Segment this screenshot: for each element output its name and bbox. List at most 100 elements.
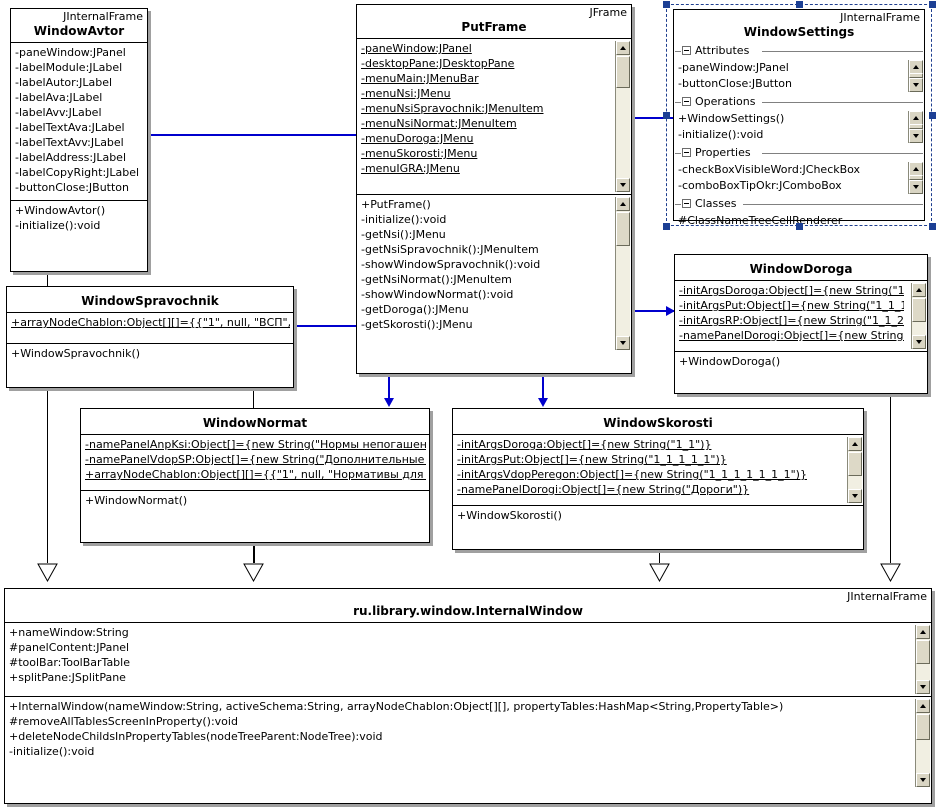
- divider: [357, 38, 631, 39]
- connector-putframe-windowsettings[interactable]: [632, 117, 680, 119]
- group-header-attributes[interactable]: Attributes: [674, 43, 924, 60]
- scroll-thumb[interactable]: [616, 56, 630, 88]
- scroll-thumb[interactable]: [848, 452, 862, 476]
- scroll-thumb[interactable]: [909, 175, 923, 180]
- generalization-line-windowdoroga[interactable]: [890, 394, 891, 563]
- class-box-windownormat[interactable]: WindowNormat -namePanelAnpKsi:Object[]={…: [80, 408, 430, 543]
- attributes-scrollbar[interactable]: [847, 437, 862, 503]
- group-scrollbar[interactable]: [908, 162, 923, 194]
- connector-putframe-windowskorosti[interactable]: [542, 374, 544, 404]
- group-header-operations[interactable]: Operations: [674, 94, 924, 111]
- group-scrollbar[interactable]: [908, 60, 923, 92]
- scroll-down-icon[interactable]: [616, 178, 630, 192]
- scroll-up-icon[interactable]: [916, 625, 930, 639]
- scroll-up-icon[interactable]: [909, 60, 923, 74]
- internalwindow-header: JInternalFrame ru.library.window.Interna…: [5, 589, 931, 622]
- scroll-thumb[interactable]: [909, 124, 923, 129]
- class-box-putframe[interactable]: JFrame PutFrame -paneWindow:JPanel-deskt…: [356, 4, 632, 374]
- group-rule-right: [762, 51, 923, 52]
- windowskorosti-operations: +WindowSkorosti(): [453, 506, 863, 540]
- group-rule-left: [675, 204, 681, 205]
- operations-scrollbar[interactable]: [915, 699, 930, 787]
- group-rule-left: [675, 51, 681, 52]
- class-box-windowskorosti[interactable]: WindowSkorosti -initArgsDoroga:Object[]=…: [452, 408, 864, 550]
- generalization-triangle-windowspravochnik: [243, 563, 264, 582]
- divider: [11, 200, 147, 201]
- scroll-up-icon[interactable]: [909, 162, 923, 176]
- operation-row: -labelTextAva:JLabel: [15, 121, 125, 134]
- scroll-up-icon[interactable]: [912, 283, 926, 297]
- class-box-windowdoroga[interactable]: WindowDoroga -initArgsDoroga:Object[]={n…: [674, 254, 928, 394]
- class-box-windowsettings[interactable]: JInternalFrame WindowSettings Attributes…: [673, 9, 925, 227]
- selection-handle-bc[interactable]: [796, 223, 803, 230]
- group-header-classes[interactable]: Classes: [674, 196, 924, 213]
- attribute-row: -initArgsDoroga:Object[]={new String("1_…: [457, 438, 712, 451]
- class-box-windowavtor[interactable]: JInternalFrame WindowAvtor -paneWindow:J…: [10, 8, 148, 272]
- scroll-up-icon[interactable]: [916, 699, 930, 713]
- attribute-row: -initArgsPut:Object[]={new String("1_1_1…: [679, 299, 904, 312]
- scroll-down-icon[interactable]: [909, 180, 923, 194]
- scroll-down-icon[interactable]: [909, 129, 923, 143]
- group-label: Classes: [695, 197, 740, 211]
- operation-list: +InternalWindow(nameWindow:String, activ…: [5, 697, 911, 761]
- class-box-windowspravochnik[interactable]: WindowSpravochnik +arrayNodeChablon:Obje…: [6, 286, 294, 388]
- divider: [675, 351, 927, 352]
- scroll-down-icon[interactable]: [848, 489, 862, 503]
- member-row: -paneWindow:JPanel: [678, 61, 789, 74]
- scroll-down-icon[interactable]: [616, 336, 630, 350]
- group-header-properties[interactable]: Properties: [674, 145, 924, 162]
- scroll-down-icon[interactable]: [912, 335, 926, 349]
- collapse-icon[interactable]: [682, 199, 691, 208]
- attributes-scrollbar[interactable]: [915, 625, 930, 694]
- operation-row: -labelAva:JLabel: [15, 91, 103, 104]
- selection-handle-tr[interactable]: [929, 1, 936, 8]
- collapse-icon[interactable]: [682, 97, 691, 106]
- scroll-thumb[interactable]: [916, 640, 930, 664]
- scroll-up-icon[interactable]: [909, 111, 923, 125]
- scroll-up-icon[interactable]: [616, 41, 630, 55]
- operation-row: +WindowSkorosti(): [457, 509, 562, 522]
- generalization-line-windownormat[interactable]: [254, 543, 255, 563]
- scroll-thumb[interactable]: [909, 73, 923, 78]
- group-scrollbar[interactable]: [908, 111, 923, 143]
- connector-putframe-windowspravochnik[interactable]: [294, 325, 356, 327]
- generalization-line-windowavtor[interactable]: [47, 272, 48, 563]
- selection-handle-br[interactable]: [929, 223, 936, 230]
- selection-handle-tc[interactable]: [796, 1, 803, 8]
- scroll-thumb[interactable]: [912, 298, 926, 322]
- connector-putframe-windownormat[interactable]: [388, 374, 390, 404]
- scroll-up-icon[interactable]: [616, 197, 630, 211]
- selection-handle-ml[interactable]: [663, 112, 670, 119]
- connector-putframe-windowavtor[interactable]: [148, 134, 356, 136]
- collapse-icon[interactable]: [682, 46, 691, 55]
- member-row: -checkBoxVisibleWord:JCheckBox: [678, 163, 861, 176]
- scroll-down-icon[interactable]: [909, 78, 923, 92]
- scroll-down-icon[interactable]: [916, 773, 930, 787]
- operation-row: #panelContent:JPanel: [9, 641, 130, 654]
- putframe-operations: +PutFrame()-initialize():void-getNsi():J…: [357, 195, 631, 355]
- attributes-scrollbar[interactable]: [911, 283, 926, 349]
- selection-handle-bl[interactable]: [663, 223, 670, 230]
- attributes-scrollbar[interactable]: [615, 41, 630, 192]
- scroll-down-icon[interactable]: [916, 680, 930, 694]
- scroll-up-icon[interactable]: [848, 437, 862, 451]
- windowskorosti-name: WindowSkorosti: [603, 416, 713, 430]
- internalwindow-attributes: +nameWindow:String#panelContent:JPanel#t…: [5, 623, 931, 696]
- attribute-row: -initArgsPut:Object[]={new String("1_1_1…: [457, 453, 727, 466]
- windowdoroga-attributes: -initArgsDoroga:Object[]={new String("1_…: [675, 281, 927, 351]
- operation-row: -labelTextAvv:JLabel: [15, 136, 124, 149]
- collapse-icon[interactable]: [682, 148, 691, 157]
- class-box-internalwindow[interactable]: JInternalFrame ru.library.window.Interna…: [4, 588, 932, 804]
- operations-scrollbar[interactable]: [615, 197, 630, 350]
- selection-handle-mr[interactable]: [929, 112, 936, 119]
- scroll-thumb[interactable]: [616, 212, 630, 246]
- windowskorosti-header: WindowSkorosti: [453, 409, 863, 434]
- selection-handle-tl[interactable]: [663, 1, 670, 8]
- group-row-list: +WindowSettings()-initialize():void: [674, 111, 906, 143]
- operation-row: -labelAddress:JLabel: [15, 151, 127, 164]
- internalwindow-name: ru.library.window.InternalWindow: [353, 604, 583, 618]
- connector-putframe-windowdoroga[interactable]: [622, 310, 674, 312]
- scroll-thumb[interactable]: [916, 714, 930, 740]
- generalization-line-windowskorosti[interactable]: [659, 550, 660, 563]
